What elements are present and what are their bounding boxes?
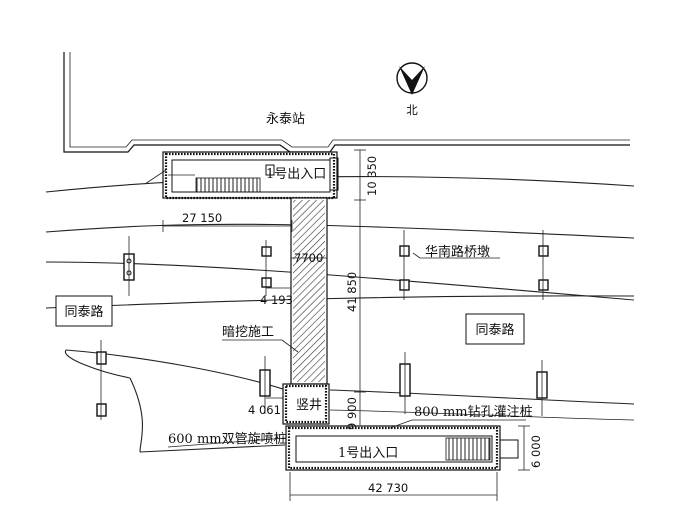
shaft-structure [282, 383, 330, 425]
dim-27150: 27 150 [182, 211, 222, 225]
top-exit-structure [144, 151, 339, 200]
road-lines [45, 176, 635, 453]
bridge-piers [96, 230, 549, 420]
jet-pile-label: 600 mm双管旋喷桩 [168, 432, 287, 447]
dim-9900: 9 900 [345, 397, 359, 430]
dim-7700: 7700 [294, 251, 323, 265]
dimension-lines [162, 149, 530, 501]
dim-4193: 4 193 [260, 293, 293, 307]
dim-6000: 6 000 [529, 435, 543, 468]
road-left-box [55, 295, 113, 327]
exit-bottom-label: 1号出入口 [338, 446, 398, 461]
dim-42730: 42 730 [368, 481, 408, 495]
road-right-box [465, 313, 525, 345]
bottom-exit-structure [285, 425, 519, 471]
dim-41850: 41 850 [345, 272, 359, 312]
exit-top-label: 1号出入口 [266, 167, 326, 182]
shaft-label: 竖井 [296, 398, 322, 413]
station-label: 永泰站 [266, 112, 305, 127]
road-left-label: 同泰路 [64, 304, 103, 320]
tunnel-section [290, 197, 328, 385]
road-right-label: 同泰路 [475, 322, 514, 338]
station-outline [63, 52, 630, 153]
bridge-pier-label: 华南路桥墩 [425, 244, 490, 260]
dim-10350: 10 350 [365, 156, 379, 196]
north-arrow-icon [396, 62, 428, 95]
dim-4061: 4 061 [248, 403, 281, 417]
tunnel-label: 暗挖施工 [222, 325, 274, 340]
north-label: 北 [406, 103, 418, 117]
bored-pile-label: 800 mm钻孔灌注桩 [414, 405, 533, 420]
